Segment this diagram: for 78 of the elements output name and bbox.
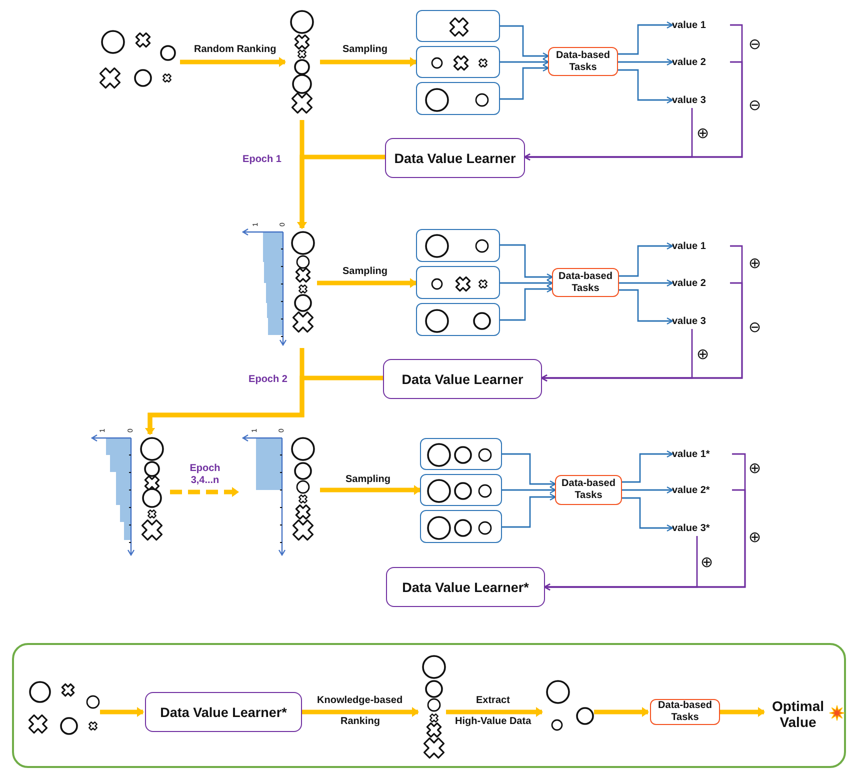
sign-symbol: ⊖	[748, 36, 762, 52]
sample-box	[420, 474, 502, 506]
sign-symbol: ⊖	[748, 98, 762, 112]
arrow	[524, 108, 693, 161]
arrow	[619, 289, 674, 325]
arrow	[320, 57, 417, 67]
value-label: value 1*	[672, 447, 732, 462]
arrow	[540, 329, 693, 382]
arrow	[544, 536, 698, 591]
arrow	[619, 279, 674, 287]
sign-symbol: ⊕	[696, 346, 710, 362]
value-label: value 3	[672, 93, 730, 108]
arrow	[500, 64, 550, 100]
arrow	[100, 707, 144, 717]
sample-box	[416, 46, 500, 78]
summary-panel	[12, 643, 846, 768]
arrow	[317, 278, 417, 288]
arrow	[145, 376, 383, 435]
arrow	[622, 497, 674, 532]
arrow	[618, 69, 674, 104]
arrow	[502, 453, 556, 488]
arrow	[300, 707, 419, 717]
arrow-label: Ranking	[340, 716, 381, 728]
edge-label: Random Ranking	[193, 44, 278, 56]
sign-symbol: ⊖	[748, 320, 762, 334]
value-label: value 1	[672, 18, 730, 33]
arrow-label: Knowledge-based	[316, 695, 404, 707]
arrow	[594, 707, 649, 717]
arrow	[619, 242, 674, 277]
arrow	[446, 707, 543, 717]
sign-symbol: ⊕	[696, 126, 710, 140]
arrow	[618, 58, 674, 66]
task-box: Data-based Tasks	[555, 475, 622, 505]
value-label: value 3*	[672, 521, 732, 536]
value-label: value 3	[672, 314, 730, 329]
arrow	[502, 493, 556, 528]
edge-label: Sampling	[344, 474, 392, 486]
edge-label: Sampling	[342, 266, 389, 278]
selected-data-drawing	[544, 679, 596, 731]
arrow	[500, 244, 554, 281]
learner-box: Data Value Learner	[385, 138, 525, 178]
sample-box	[416, 82, 500, 115]
sample-box	[416, 10, 500, 42]
arrow	[500, 285, 554, 321]
sample-box	[420, 438, 502, 470]
arrow	[718, 707, 765, 717]
arrow	[180, 57, 286, 67]
task-box: Data-based Tasks	[650, 699, 720, 725]
learner-box: Data Value Learner*	[145, 692, 302, 732]
sign-symbol: ⊕	[748, 460, 762, 476]
arrow	[622, 486, 674, 494]
value-label: value 2*	[672, 483, 732, 498]
sign-symbol: ⊕	[748, 256, 762, 270]
sample-box	[420, 510, 502, 543]
arrow	[500, 25, 550, 60]
value-label: value 1	[672, 239, 730, 254]
sample-box	[416, 229, 500, 262]
sign-symbol: ⊕	[700, 554, 714, 570]
arrow	[297, 154, 385, 229]
edge-label: Sampling	[342, 44, 389, 56]
arrow	[502, 486, 556, 494]
arrow	[618, 21, 674, 55]
arrow	[622, 450, 674, 483]
sign-symbol: ⊕	[748, 530, 762, 544]
learner-box: Data Value Learner*	[386, 567, 545, 607]
task-box: Data-based Tasks	[548, 47, 618, 76]
value-label: value 2	[672, 276, 730, 291]
learner-box: Data Value Learner	[383, 359, 542, 399]
sample-box	[416, 266, 500, 299]
arrow	[170, 487, 239, 497]
value-label: value 2	[672, 55, 730, 70]
arrow	[500, 279, 554, 287]
arrow	[500, 58, 550, 66]
sample-box	[416, 303, 500, 336]
arrow-label: High-Value Data	[454, 716, 532, 728]
result-label: Optimal Value	[766, 696, 830, 732]
arrow	[320, 485, 421, 495]
task-box: Data-based Tasks	[552, 268, 619, 297]
